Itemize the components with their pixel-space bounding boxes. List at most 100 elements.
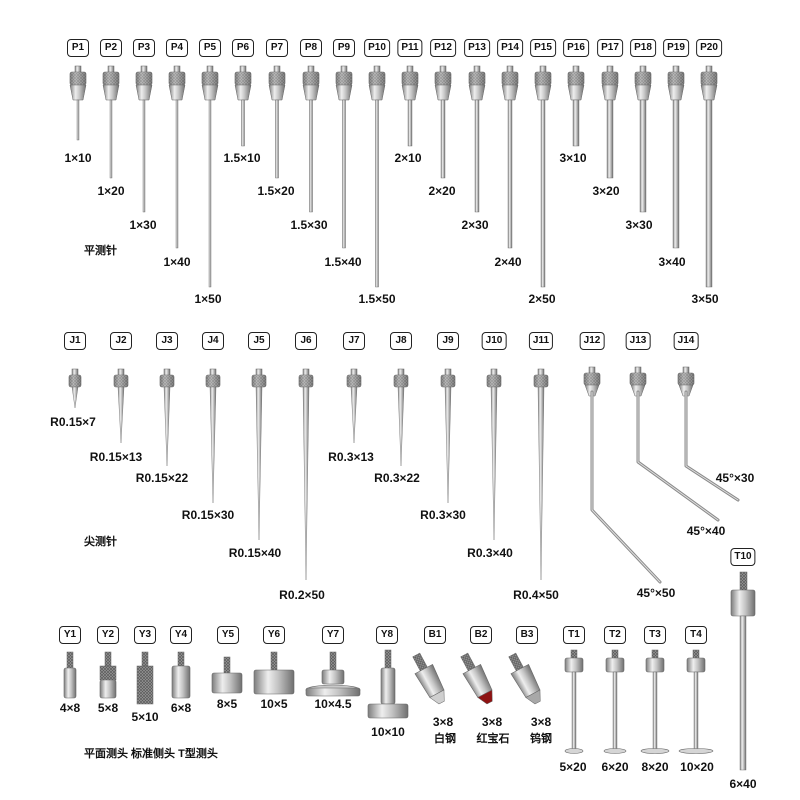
probe-code-tag: J10 [481,332,507,350]
probe-code-tag: J14 [673,332,699,350]
bent-shaft-shine [637,391,719,521]
probe-taper [667,84,685,101]
probe-code-tag: J13 [625,332,651,350]
flat-head-body [305,687,361,697]
knurled-grip-shine [303,72,319,85]
probe-size-label: 45°×50 [636,586,676,600]
probe-size-label: 1×20 [97,184,125,198]
knurled-grip-shine [347,375,361,387]
knurled-grip-shine [602,72,618,85]
thread-stud [384,649,392,669]
probe-code-tag: P16 [563,39,589,57]
knurled-grip-shine [136,72,152,85]
probe-code-tag: P13 [464,39,490,57]
probe-shaft [142,99,146,213]
probe-size-label: 2×30 [461,218,489,232]
t-head-plate [603,748,627,754]
probe-size-label: 3×20 [592,184,620,198]
knurled-grip-shine [584,373,600,385]
probe-code-tag: J5 [248,332,270,350]
flat-head-body [367,703,409,719]
knurled-grip-shine [202,72,218,85]
needle-tip [302,386,310,581]
probe-size-label: 6×8 [170,701,192,715]
probe-taper [401,84,419,101]
knurled-grip-shine [487,375,501,387]
probe-size-label: 3×40 [658,255,686,269]
probe-size-label: 3×8 [432,715,454,729]
material-label: 红宝石 [476,733,510,745]
probe-shaft [507,99,513,249]
probe-size-label: 1×10 [64,151,92,165]
probe-size-label: R0.3×22 [374,471,420,485]
needle-tip [117,386,125,444]
probe-code-tag: B3 [516,626,538,644]
knurled-grip-shine [678,373,694,385]
probe-size-label: 5×10 [131,710,159,724]
probe-code-tag: J2 [110,332,132,350]
probe-code-tag: J6 [295,332,317,350]
knurled-grip-shine [103,72,119,85]
side-head-probe [412,652,445,705]
needle-tip [163,386,171,467]
material-label: 白钢 [434,733,456,745]
probe-code-tag: Y4 [170,626,192,644]
probe-taper [434,84,452,101]
knurled-grip-shine [402,72,418,85]
flat-head-body [63,667,77,699]
probe-shaft [440,99,446,179]
probe-taper [135,84,153,101]
probe-size-label: R0.15×22 [135,471,189,485]
probe-shaft [572,99,580,147]
probe-code-tag: T10 [730,548,756,566]
knurled-grip-shine [169,72,185,85]
knurled-grip-shine [114,375,128,387]
probe-size-label: 8×20 [641,760,669,774]
probe-shaft [275,99,279,179]
probe-code-tag: P5 [199,39,221,57]
knurled-grip-shine [299,375,313,387]
probe-code-tag: J7 [343,332,365,350]
probe-taper [201,84,219,101]
t-head-rod [693,671,699,751]
bent-shaft [590,390,662,584]
probe-code-tag: P3 [133,39,155,57]
thread-stud [651,649,659,659]
knurled-grip-shine [435,72,451,85]
probe-size-label: 6×40 [729,777,757,791]
probe-shaft [309,99,313,213]
probe-size-label: R0.15×40 [228,546,282,560]
probe-code-tag: P11 [397,39,423,57]
needle-tip [490,386,498,541]
thread-stud [223,656,231,674]
side-head-probe [460,652,493,705]
probe-taper [335,84,353,101]
thread-stud [141,651,149,667]
side-head-tip [525,689,541,705]
flat-head-body [321,669,345,685]
probe-code-tag: B1 [424,626,446,644]
knurled-grip-shine [668,72,684,85]
probe-size-label: 2×20 [428,184,456,198]
needle-tip [537,386,545,581]
section-title: 平面测头 标准侧头 T型测头 [84,748,218,760]
probe-code-tag: J9 [437,332,459,350]
probe-taper [468,84,486,101]
bent-shaft-shine [591,391,661,583]
probe-taper [268,84,286,101]
probe-code-tag: P19 [663,39,689,57]
knurled-grip-shine [701,72,717,85]
probe-code-tag: P15 [530,39,556,57]
probe-size-label: R0.3×13 [328,450,374,464]
probe-code-tag: T1 [563,626,585,644]
probe-taper [634,84,652,101]
t-head-collar [645,657,665,673]
probe-shaft [639,99,647,213]
t-head-collar [564,657,584,673]
flat-head-body [380,667,396,705]
probe-code-tag: J1 [64,332,86,350]
flat-head-body [99,679,117,699]
knurled-grip-shine [336,72,352,85]
probe-code-tag: T2 [604,626,626,644]
section-title: 平测针 [84,245,117,257]
